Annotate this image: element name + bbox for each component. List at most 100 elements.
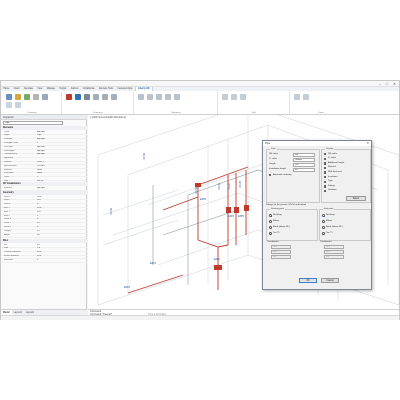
property-value[interactable]: 10: [37, 222, 40, 225]
property-value[interactable]: PIPING: [37, 164, 45, 167]
export-icon[interactable]: [42, 94, 48, 100]
property-value[interactable]: 28.7: [37, 210, 42, 213]
ribbon-tab-view[interactable]: View: [37, 88, 43, 90]
property-value[interactable]: Pipe: [37, 134, 42, 137]
property-value[interactable]: 0: [37, 218, 39, 221]
property-value[interactable]: 90: [37, 233, 40, 236]
display-checkbox[interactable]: [324, 176, 327, 179]
length-field[interactable]: 200: [293, 163, 315, 167]
dn-value-field[interactable]: DN: [293, 153, 315, 157]
property-value[interactable]: 18.7: [37, 199, 42, 202]
property-value[interactable]: PIPE_1: [37, 160, 45, 163]
save-icon[interactable]: [24, 94, 30, 100]
dimension-tool-icon[interactable]: [102, 94, 108, 100]
command-line[interactable]: Command: Command: *Cancel* Type a comman…: [88, 309, 399, 316]
view-icon[interactable]: [294, 94, 300, 100]
tab-model[interactable]: Model: [1, 310, 12, 315]
fitting-radio[interactable]: [322, 232, 325, 235]
viewport-label[interactable]: [–][SW Isometric][2D Wireframe]: [90, 116, 126, 119]
ribbon-tab-express[interactable]: Express Tools: [98, 88, 114, 90]
ribbon-tab-collaborate[interactable]: Collaborate: [82, 88, 95, 90]
property-value[interactable]: None: [37, 172, 43, 175]
layer-icon[interactable]: [6, 102, 12, 108]
element-icon[interactable]: [174, 94, 180, 100]
display-checkbox[interactable]: [324, 153, 327, 156]
property-value[interactable]: 50: [37, 243, 40, 246]
property-value[interactable]: 1: [37, 141, 39, 144]
display-checkbox[interactable]: [324, 162, 327, 166]
view-icon[interactable]: [303, 94, 309, 100]
pipe-tool-icon[interactable]: [66, 94, 72, 100]
open-folder-icon[interactable]: [15, 94, 21, 100]
ok-button[interactable]: OK: [299, 278, 317, 283]
print-icon[interactable]: [33, 94, 39, 100]
property-value[interactable]: 0: [37, 214, 39, 217]
label-tool-icon[interactable]: [93, 94, 99, 100]
property-value[interactable]: 54.5: [37, 254, 42, 257]
fitting-radio[interactable]: [269, 226, 272, 229]
property-value[interactable]: ByColor: [37, 145, 45, 148]
installation-length-field[interactable]: 0.0: [293, 168, 315, 172]
property-row[interactable]: Hyperlink: [1, 157, 87, 162]
property-value[interactable]: 60.3: [37, 251, 42, 254]
connect-tool-icon[interactable]: [111, 94, 117, 100]
property-value[interactable]: 10: [37, 229, 40, 232]
cancel-button[interactable]: Cancel: [321, 278, 339, 283]
edit-icon[interactable]: [222, 94, 228, 100]
ribbon-tab-addins[interactable]: Add-ins: [70, 88, 79, 90]
pipe-network[interactable]: [127, 166, 249, 294]
element-icon[interactable]: [165, 94, 171, 100]
auto-order-checkbox[interactable]: [269, 174, 272, 177]
property-value[interactable]: ByLayer: [37, 138, 46, 141]
copy-icon[interactable]: [231, 94, 237, 100]
select-button[interactable]: Select: [346, 196, 366, 201]
maximize-button[interactable]: □: [385, 82, 388, 86]
property-value[interactable]: ByLayer: [37, 153, 46, 156]
fitting-radio[interactable]: [269, 232, 272, 235]
move-icon[interactable]: [240, 94, 246, 100]
dialog-close-button[interactable]: ✕: [366, 141, 369, 145]
element-icon[interactable]: [147, 94, 153, 100]
valve-tool-icon[interactable]: [84, 94, 90, 100]
display-checkbox[interactable]: [324, 166, 327, 170]
fitting-tool-icon[interactable]: [75, 94, 81, 100]
new-drawing-icon[interactable]: [6, 94, 12, 100]
property-value[interactable]: DN 50: [37, 179, 44, 182]
fitting-radio[interactable]: [269, 214, 272, 217]
display-checkbox[interactable]: [324, 180, 327, 183]
display-checkbox[interactable]: [324, 171, 327, 174]
element-icon[interactable]: [156, 94, 162, 100]
property-value[interactable]: 28.9: [37, 206, 42, 209]
property-value[interactable]: 0: [37, 225, 39, 228]
fitting-radio[interactable]: [322, 226, 325, 229]
ribbon-tab-liberty[interactable]: Liberty HD: [134, 87, 153, 91]
property-value[interactable]: ByLayer: [37, 186, 46, 189]
ribbon-tab-output[interactable]: Output: [59, 88, 67, 90]
command-input[interactable]: Type a command: [148, 313, 166, 316]
display-checkbox[interactable]: [324, 189, 327, 193]
